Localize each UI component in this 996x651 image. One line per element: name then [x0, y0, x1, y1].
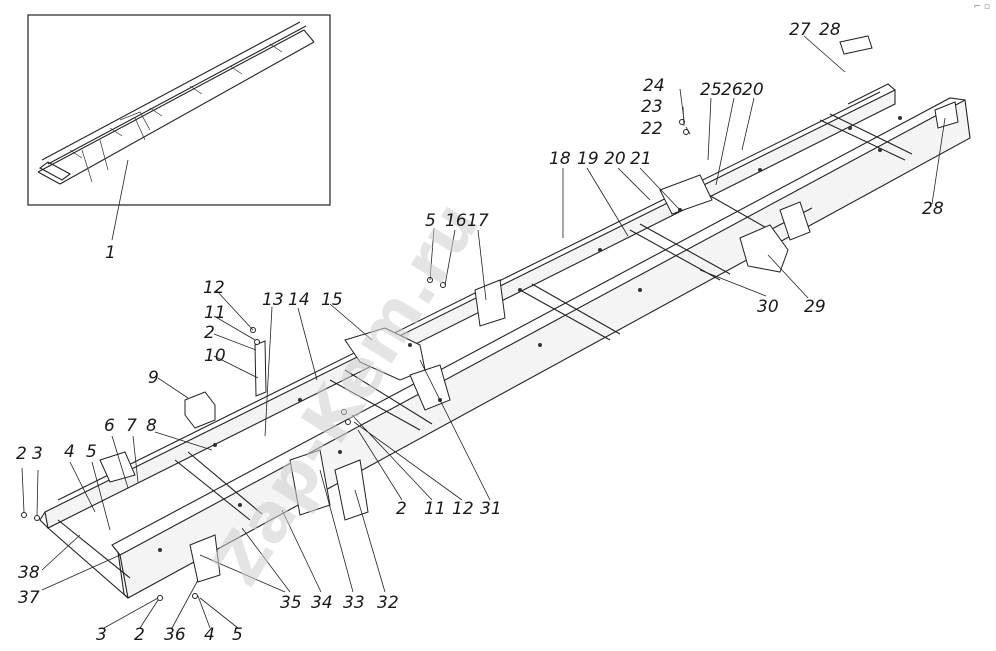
callout-32: 32 [377, 593, 399, 613]
plate-29b [779, 201, 811, 241]
callout-31: 31 [480, 499, 502, 519]
end-plate-28 [934, 101, 959, 129]
callout-18: 18 [549, 149, 571, 169]
callout-2: 2 [134, 625, 145, 645]
callout-1: 1 [105, 243, 116, 263]
callout-11: 11 [204, 303, 226, 323]
inset-frame-sketch [37, 21, 315, 185]
callout-2: 2 [396, 499, 407, 519]
callout-21: 21 [630, 149, 652, 169]
callout-29: 29 [804, 297, 826, 317]
callout-28: 28 [819, 20, 841, 40]
callout-13: 13 [262, 290, 284, 310]
bracket-6 [99, 451, 136, 483]
callout-20: 20 [604, 149, 626, 169]
callout-23: 23 [641, 97, 663, 117]
callout-38: 38 [18, 563, 40, 583]
callout-33: 33 [343, 593, 365, 613]
end-plate-28-top [839, 35, 873, 55]
callout-3: 3 [96, 625, 107, 645]
callout-2: 2 [204, 323, 215, 343]
callout-17: 17 [467, 211, 489, 231]
callout-10: 10 [204, 346, 226, 366]
fasteners [21, 119, 689, 601]
callout-9: 9 [148, 368, 159, 388]
callout-3: 3 [32, 444, 43, 464]
callout-7: 7 [126, 416, 137, 436]
callout-25: 25 [700, 80, 722, 100]
callout-37: 37 [18, 588, 40, 608]
stay-10 [254, 340, 267, 397]
callout-14: 14 [288, 290, 310, 310]
callout-11: 11 [424, 499, 446, 519]
mount-block-9 [184, 391, 216, 429]
callout-35: 35 [280, 593, 302, 613]
callout-28: 28 [922, 199, 944, 219]
callout-12: 12 [203, 278, 225, 298]
callout-19: 19 [577, 149, 599, 169]
callout-30: 30 [757, 297, 779, 317]
callout-6: 6 [104, 416, 115, 436]
callout-12: 12 [452, 499, 474, 519]
callout-36: 36 [164, 625, 186, 645]
callout-24: 24 [643, 76, 665, 96]
callout-5: 5 [86, 442, 97, 462]
callout-26: 26 [721, 80, 743, 100]
callout-27: 27 [789, 20, 811, 40]
plate-29 [739, 224, 789, 273]
callout-labels: 1 2 3 4 5 6 7 8 9 12 11 2 10 13 14 15 5 … [16, 20, 944, 645]
bracket-36 [189, 534, 221, 583]
corner-mark: ⌐ ▫ [973, 2, 990, 12]
callout-5: 5 [232, 625, 243, 645]
callout-8: 8 [146, 416, 157, 436]
callout-2: 2 [16, 444, 27, 464]
bracket-17 [474, 279, 506, 327]
right-side-rail [111, 97, 971, 599]
overview-inset [27, 14, 331, 206]
bracket-33 [289, 449, 331, 516]
callout-4: 4 [64, 442, 75, 462]
callout-20: 20 [742, 80, 764, 100]
callout-22: 22 [641, 119, 663, 139]
callout-15: 15 [321, 290, 343, 310]
callout-34: 34 [311, 593, 333, 613]
leader-lines [21, 35, 946, 629]
callout-5: 5 [425, 211, 436, 231]
callout-4: 4 [204, 625, 215, 645]
bracket-parts [99, 35, 959, 583]
bracket-21 [659, 174, 713, 215]
callout-16: 16 [445, 211, 467, 231]
